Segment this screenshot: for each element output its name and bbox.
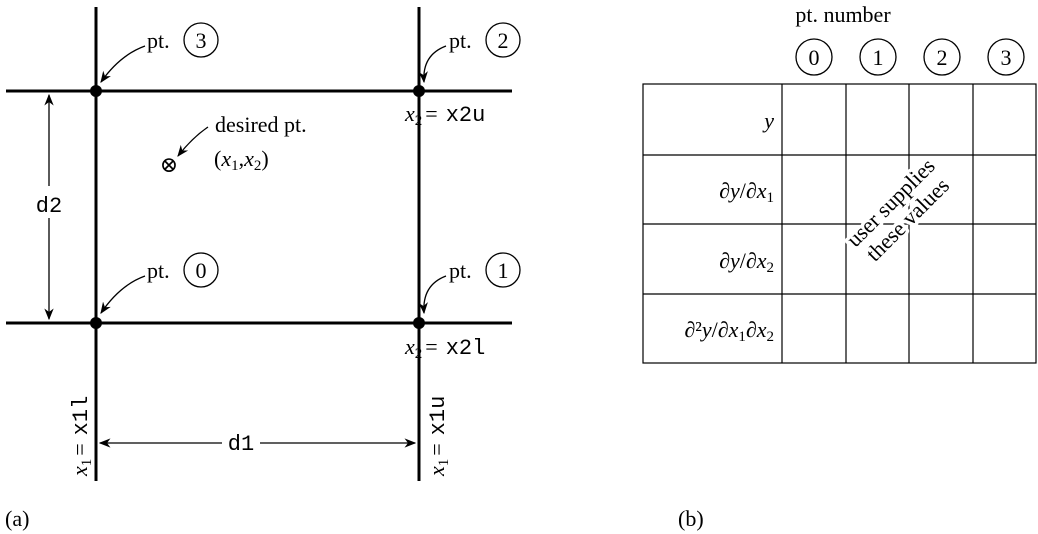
point-label-3: pt. 3 — [100, 22, 219, 83]
column-header-2: 2 — [937, 45, 948, 70]
panel-b-caption: (b) — [678, 506, 704, 531]
arrow-icon — [177, 126, 209, 157]
svg-text:pt.: pt. — [147, 258, 170, 283]
desired-point: ⊗ desired pt. (x1,x2) — [160, 112, 307, 177]
otimes-icon: ⊗ — [160, 152, 178, 177]
svg-text:3: 3 — [196, 28, 207, 53]
point-label-1: pt. 1 — [418, 252, 521, 315]
d2-label: d2 — [36, 194, 62, 219]
column-header-0: 0 — [809, 45, 820, 70]
svg-text:pt.: pt. — [147, 28, 170, 53]
desired-point-label: desired pt. — [215, 112, 307, 137]
x2-upper-label: x2=x2u — [404, 101, 485, 129]
svg-text:pt.: pt. — [449, 258, 472, 283]
x1-lower-label: x1=x1l — [67, 396, 95, 477]
grid-point-2 — [413, 85, 425, 97]
table-header-title: pt. number — [795, 2, 891, 27]
column-header-1: 1 — [873, 45, 884, 70]
point-number-circle — [485, 22, 521, 58]
arrow-icon — [418, 45, 447, 84]
row-label-d2y-dx1dx2: ∂²y/∂x1∂x2 — [684, 317, 774, 345]
arrow-icon — [100, 275, 146, 314]
arrow-icon — [418, 275, 447, 315]
column-headers: 0 1 2 3 — [795, 38, 1025, 76]
row-label-dy-dx1: ∂y/∂x1 — [719, 178, 774, 206]
grid-point-1 — [413, 317, 425, 329]
svg-text:0: 0 — [196, 258, 207, 283]
svg-text:1: 1 — [498, 258, 509, 283]
panel-a-grid-cell — [6, 7, 512, 481]
point-number-circle — [183, 22, 219, 58]
panel-a-caption: (a) — [5, 506, 29, 531]
row-label-y: y — [762, 108, 774, 133]
row-label-dy-dx2: ∂y/∂x2 — [719, 248, 774, 276]
value-table-grid — [642, 83, 1037, 364]
x2-lower-label: x2=x2l — [404, 334, 485, 362]
arrow-icon — [100, 45, 146, 83]
point-label-2: pt. 2 — [418, 22, 521, 84]
x1-upper-label: x1=x1u — [424, 396, 452, 477]
svg-text:2: 2 — [498, 28, 509, 53]
point-number-circle — [183, 252, 219, 288]
svg-text:pt.: pt. — [449, 28, 472, 53]
grid-point-3 — [90, 85, 102, 97]
point-number-circle — [485, 252, 521, 288]
d1-label: d1 — [228, 432, 254, 457]
desired-point-coords: (x1,x2) — [214, 146, 269, 174]
column-header-3: 3 — [1001, 45, 1012, 70]
grid-point-0 — [90, 317, 102, 329]
user-supplies-annotation: user supplies these values — [838, 150, 958, 270]
point-label-0: pt. 0 — [100, 252, 219, 314]
